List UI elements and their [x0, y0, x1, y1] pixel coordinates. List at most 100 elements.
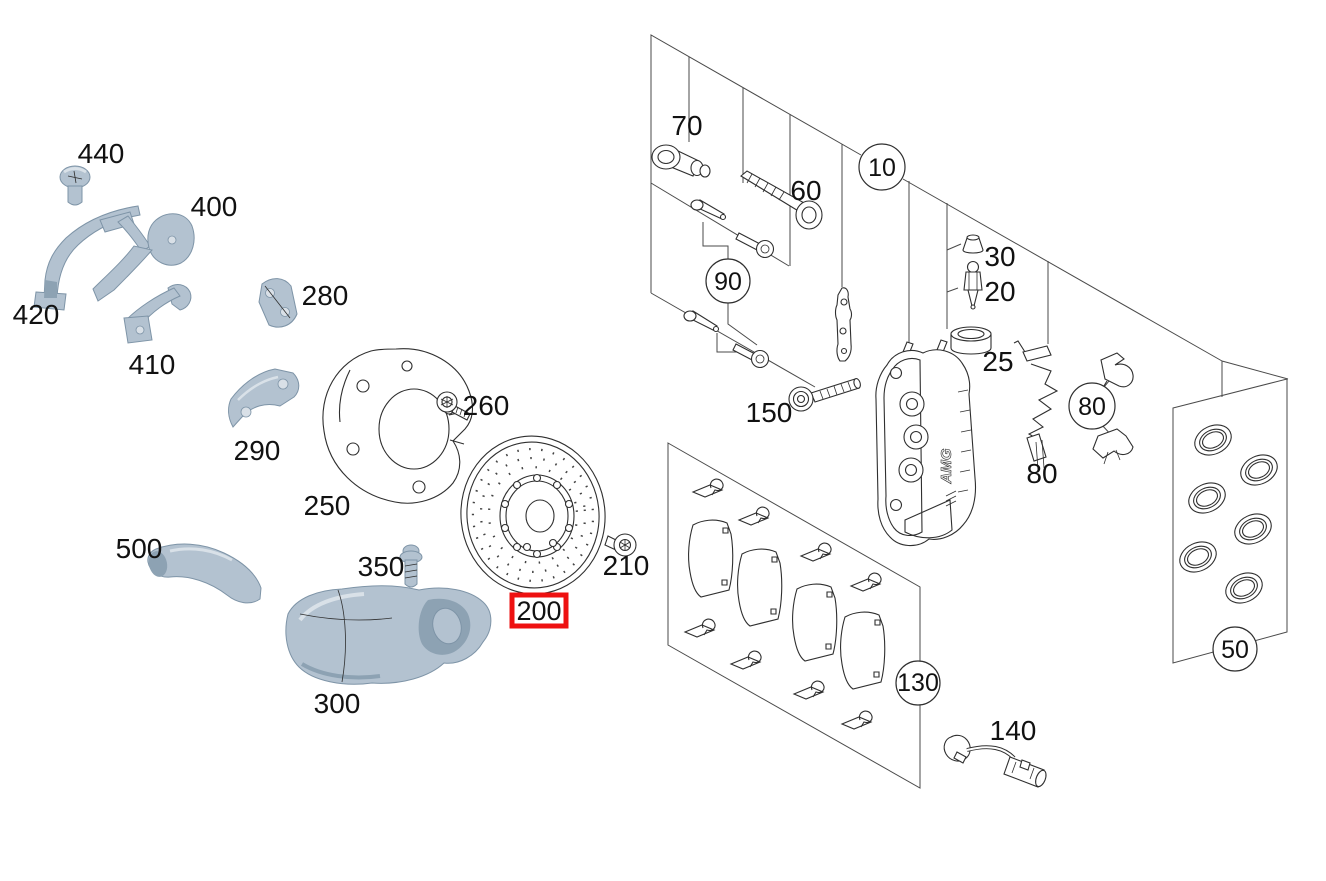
part-retaining-plate[interactable]: [834, 287, 853, 362]
callout-290[interactable]: 290: [234, 435, 281, 466]
clip-wire: [1013, 340, 1026, 353]
part-90-bolt-set[interactable]: [683, 199, 775, 369]
bolt-socket: [801, 206, 817, 224]
shield-hole: [378, 388, 450, 470]
bolt-flange: [651, 144, 681, 170]
part-80-clip-stack[interactable]: [1013, 340, 1059, 471]
callout-260[interactable]: 260: [463, 390, 510, 421]
callout-200-text: 200: [516, 596, 561, 626]
callout-200-highlighted[interactable]: 200: [509, 592, 569, 629]
bolt-tip: [699, 164, 711, 178]
part-440-screw[interactable]: [59, 165, 91, 206]
part-20-bleeder-valve[interactable]: [963, 260, 983, 310]
sensor-wire-inner: [966, 746, 1015, 759]
callout-circle-80-text: 80: [1078, 393, 1106, 421]
part-350-screw[interactable]: [399, 544, 423, 588]
callout-440[interactable]: 440: [78, 138, 125, 169]
callout-circle-80[interactable]: 80: [1068, 382, 1116, 430]
clip-body: [1100, 352, 1134, 388]
caliper-fins: [957, 389, 972, 493]
screw-shank: [404, 559, 418, 588]
part-10-brake-caliper[interactable]: AMG: [875, 339, 977, 547]
callout-300[interactable]: 300: [314, 688, 361, 719]
callout-70[interactable]: 70: [671, 110, 702, 141]
bracket-shadow: [44, 280, 57, 298]
part-210-screw[interactable]: [604, 533, 637, 557]
sensor-detail: [1011, 761, 1035, 780]
pad-clip: [793, 680, 825, 700]
disc-pin-hole: [548, 538, 558, 548]
callout-150[interactable]: 150: [746, 397, 793, 428]
shield-boss: [401, 360, 413, 372]
part-80-clip-lower[interactable]: [1092, 428, 1134, 465]
panels: [667, 378, 1288, 789]
part-200-brake-disc[interactable]: [453, 429, 613, 601]
callout-350[interactable]: 350: [358, 551, 405, 582]
callout-410[interactable]: 410: [129, 349, 176, 380]
part-140-wear-sensor[interactable]: [943, 734, 1048, 788]
bracket-hole: [167, 235, 177, 245]
disc-drill-ring: [487, 465, 579, 565]
pad-clip: [738, 506, 770, 526]
callout-25[interactable]: 25: [982, 346, 1013, 377]
part-290-bracket[interactable]: [228, 368, 300, 428]
callout-210[interactable]: 210: [603, 550, 650, 581]
valve-hex-lines: [968, 272, 978, 290]
callout-circle-50[interactable]: 50: [1212, 626, 1258, 672]
pad-clip: [850, 572, 882, 592]
part-60-bolt[interactable]: [740, 170, 823, 230]
callout-400[interactable]: 400: [191, 191, 238, 222]
part-150-bolt[interactable]: [788, 378, 861, 412]
bolt-socket: [755, 354, 765, 364]
caliper-ear: [889, 498, 903, 512]
part-130-brake-pad-set[interactable]: [684, 478, 886, 730]
pad-clip: [730, 650, 762, 670]
callout-circle: [858, 143, 906, 191]
part-30-cap[interactable]: [962, 234, 984, 254]
plate-fold: [264, 285, 291, 319]
part-70-guide-bolt[interactable]: [651, 144, 711, 178]
part-260-screw[interactable]: [436, 391, 471, 421]
caliper-piston: [903, 424, 929, 450]
seal-ring: [1194, 424, 1232, 456]
callout-140[interactable]: 140: [990, 715, 1037, 746]
callout-circle-10[interactable]: 10: [858, 143, 906, 191]
bracket-90-lower: [727, 303, 758, 346]
callout-circle-130[interactable]: 130: [895, 660, 941, 706]
part-280-cover-plate[interactable]: [258, 278, 298, 328]
callout-circle-90[interactable]: 90: [705, 258, 751, 304]
part-50-seal-rings[interactable]: [1175, 419, 1282, 608]
brake-pad-panel: [667, 442, 921, 789]
part-400-bracket[interactable]: [92, 211, 195, 302]
caliper-piston-center: [904, 463, 918, 477]
part-300-air-duct[interactable]: [285, 585, 492, 685]
hub-bolt: [512, 542, 522, 552]
part-250-dust-shield[interactable]: [322, 348, 474, 504]
plate-hole: [840, 347, 848, 355]
callout-250[interactable]: 250: [304, 490, 351, 521]
brake-pad: [792, 583, 838, 662]
hose-body: [147, 543, 262, 604]
seal-ring: [1240, 454, 1278, 486]
bracket-highlight: [237, 375, 279, 401]
hub-bolt: [500, 523, 510, 533]
screw-threads: [404, 563, 418, 579]
callout-30[interactable]: 30: [984, 241, 1015, 272]
hub-bolt: [564, 523, 574, 533]
part-25-bushing[interactable]: [950, 326, 992, 355]
hub-bolt: [532, 473, 542, 483]
part-500-air-hose[interactable]: [146, 543, 262, 604]
guide-pin-head: [683, 310, 697, 322]
bolt-head: [795, 200, 823, 230]
callout-80[interactable]: 80: [1026, 458, 1057, 489]
clip-body: [1092, 428, 1134, 459]
callout-420[interactable]: 420: [13, 299, 60, 330]
callout-500[interactable]: 500: [116, 533, 163, 564]
callout-60[interactable]: 60: [790, 175, 821, 206]
callout-20[interactable]: 20: [984, 276, 1015, 307]
seal-ring: [1179, 541, 1217, 573]
callout-280[interactable]: 280: [302, 280, 349, 311]
tick-30: [946, 243, 962, 251]
screw-torx: [440, 396, 454, 408]
part-410-bracket[interactable]: [123, 284, 192, 344]
